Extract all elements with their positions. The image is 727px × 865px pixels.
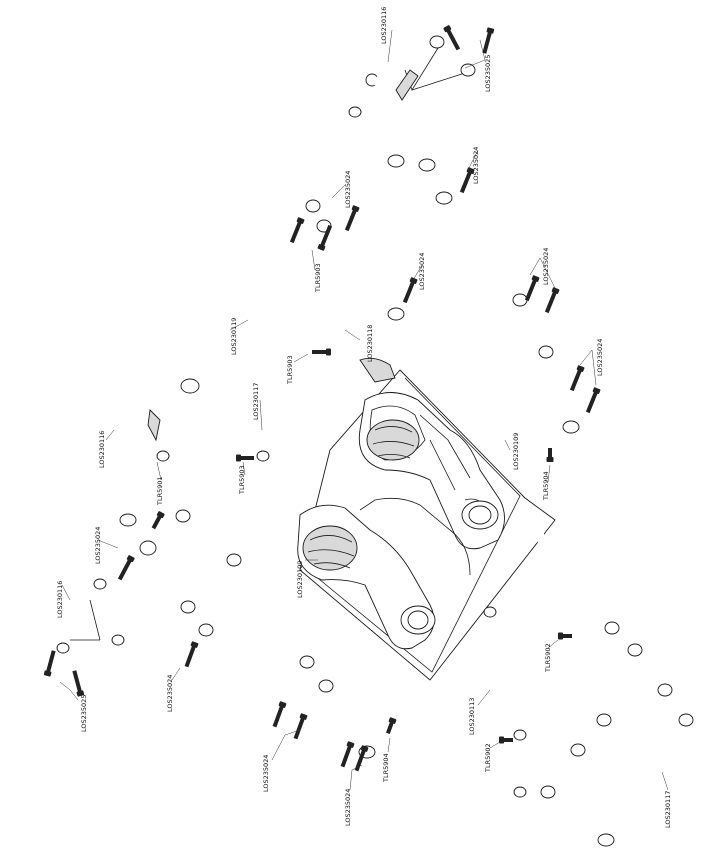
upper-roll-cage: [290, 73, 580, 434]
label-screws-e: LOS235024: [596, 339, 604, 376]
label-screws-bottom2: LOS235024: [262, 755, 270, 792]
screw: [386, 717, 397, 734]
seat-assembly: [297, 357, 556, 681]
label-screws-bottom: LOS235024: [166, 675, 174, 712]
label-screws-b: LOS235024: [344, 171, 352, 208]
label-screws-left2: LOS235025: [80, 695, 88, 732]
label-tube-long: LOS230119: [230, 318, 238, 355]
bottom-frame: [483, 524, 694, 847]
label-frame-right: LOS230117: [664, 791, 672, 828]
screw: [558, 632, 572, 640]
screw: [317, 224, 333, 251]
screw: [585, 387, 601, 414]
label-cage-left: LOS230116: [98, 431, 106, 468]
label-seat-lower: LOS230109: [296, 561, 304, 598]
leader-lines: [59, 29, 669, 791]
upper-brace: [372, 35, 476, 144]
label-tlr-f: TLR5904: [382, 753, 390, 783]
screw: [236, 454, 254, 462]
screw: [312, 348, 331, 356]
label-tlr-c: TLR5903: [238, 465, 246, 495]
label-screws-c: LOS235024: [418, 253, 426, 290]
label-tlr-b: TLR5903: [286, 355, 294, 385]
label-tlr-h: TLR5902: [484, 743, 492, 773]
part-labels: LOS230116 LOS235025 LOS235024 LOS235024 …: [56, 7, 672, 828]
screw: [482, 27, 495, 54]
screw: [499, 736, 513, 744]
screw: [443, 25, 461, 51]
label-tlr-e: TLR5901: [156, 476, 164, 506]
label-tube-mid: LOS230118: [366, 325, 374, 362]
screw: [272, 701, 287, 728]
left-brace: [56, 578, 125, 664]
screw: [569, 365, 585, 392]
label-upper-screws: LOS235025: [484, 55, 492, 92]
screw: [117, 555, 135, 581]
screw: [354, 745, 369, 772]
label-tlr-d: TLR5904: [542, 471, 550, 501]
screw: [289, 217, 305, 244]
label-screws-left: LOS235024: [94, 527, 102, 564]
screw: [72, 670, 85, 697]
label-screws-a: LOS235024: [472, 147, 480, 184]
label-tlr-a: TLR5903: [314, 263, 322, 293]
screw: [43, 650, 56, 677]
screws: [43, 25, 601, 772]
screw: [546, 448, 554, 462]
screw: [340, 741, 355, 768]
screw: [524, 275, 540, 302]
label-tlr-g: TLR5902: [544, 643, 552, 673]
label-tube-short: LOS230117: [252, 383, 260, 420]
screw: [402, 277, 418, 304]
label-screws-bottom3: LOS235024: [344, 789, 352, 826]
left-roll-cage: [108, 378, 376, 761]
label-seat-upper: LOS230109: [512, 433, 520, 470]
screw: [184, 641, 199, 668]
screw: [151, 511, 165, 530]
label-upper-brace: LOS230116: [380, 7, 388, 44]
label-frame: LOS230113: [468, 698, 476, 735]
screw: [544, 287, 560, 314]
screw: [344, 205, 360, 232]
label-screws-d: LOS235024: [542, 248, 550, 285]
screw: [293, 713, 308, 740]
label-brace-left: LOS230116: [56, 581, 64, 618]
